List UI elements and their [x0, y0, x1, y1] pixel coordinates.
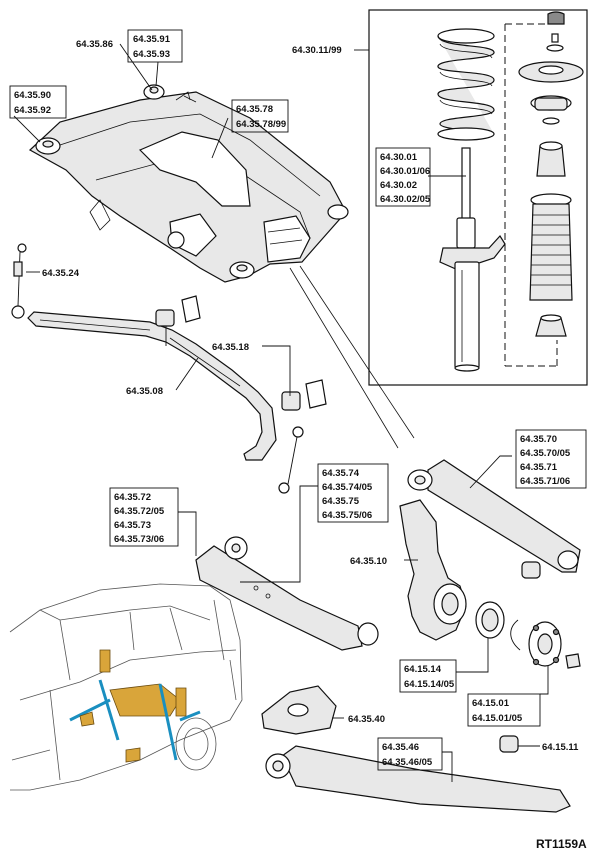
label-64-35-72-05: 64.35.72/05 [114, 506, 165, 517]
upper-arm-bush [521, 561, 541, 579]
label-64-15-11: 64.15.11 [542, 742, 579, 753]
label-64-30-01-06: 64.30.01/06 [380, 166, 430, 177]
trailing-link [265, 745, 571, 813]
label-64-35-75: 64.35.75 [322, 496, 360, 507]
shock-absorber [439, 147, 506, 372]
label-64-30-02-05: 64.30.02/05 [380, 194, 431, 205]
label-64-35-46: 64.35.46 [382, 742, 419, 753]
label-64-35-18: 64.35.18 [212, 342, 249, 353]
label-64-35-70: 64.35.70 [520, 434, 557, 445]
mounting-plate [261, 685, 337, 735]
stabilizer-bushes [155, 295, 327, 411]
label-64-30-11-99: 64.30.11/99 [292, 45, 342, 56]
label-64-35-75-06: 64.35.75/06 [322, 510, 372, 521]
label-64-35-92: 64.35.92 [14, 105, 51, 116]
label-64-35-93: 64.35.93 [133, 49, 170, 60]
label-64-35-73-06: 64.35.73/06 [114, 534, 164, 545]
label-64-35-72: 64.35.72 [114, 492, 151, 503]
label-64-35-91: 64.35.91 [133, 34, 171, 45]
top-mount-stack [518, 11, 584, 337]
label-64-35-70-05: 64.35.70/05 [520, 448, 571, 459]
label-64-35-08: 64.35.08 [126, 386, 163, 397]
label-64-35-78: 64.35.78 [236, 104, 273, 115]
hub-cap [499, 735, 519, 753]
label-64-35-74-05: 64.35.74/05 [322, 482, 373, 493]
lower-arm [195, 536, 379, 651]
upper-arm-rear [407, 459, 581, 573]
label-64-15-01: 64.15.01 [472, 698, 510, 709]
stabilizer-link-rod [11, 243, 27, 319]
label-64-35-24: 64.35.24 [42, 268, 80, 279]
label-64-15-14-05: 64.15.14/05 [404, 679, 455, 690]
label-64-35-40: 64.35.40 [348, 714, 385, 725]
label-64-35-46-05: 64.35.46/05 [382, 757, 433, 768]
knuckle [399, 499, 467, 641]
circlip [510, 619, 521, 651]
label-64-30-02: 64.30.02 [380, 180, 417, 191]
vehicle-overview [9, 583, 243, 791]
wheel-bearing [475, 601, 505, 639]
label-64-15-01-05: 64.15.01/05 [472, 713, 523, 724]
label-64-35-71-06: 64.35.71/06 [520, 476, 570, 487]
subframe [28, 84, 349, 283]
coil-spring [437, 28, 495, 141]
label-64-35-71: 64.35.71 [520, 462, 558, 473]
figure-code: RT1159A [536, 837, 587, 851]
stabilizer-link-rod-right [278, 426, 304, 494]
label-64-35-78-99: 64.35.78/99 [236, 119, 286, 130]
label-64-35-86: 64.35.86 [76, 39, 113, 50]
label-64-15-14: 64.15.14 [404, 664, 442, 675]
leader-lines [13, 43, 549, 782]
label-64-35-73: 64.35.73 [114, 520, 151, 531]
spring-damper-inset [368, 9, 588, 386]
label-64-35-74: 64.35.74 [322, 468, 360, 479]
label-64-30-01: 64.30.01 [380, 152, 418, 163]
wheel-hub [528, 621, 581, 669]
label-64-35-90: 64.35.90 [14, 90, 51, 101]
part-labels: 64.35.86 64.35.91 64.35.93 64.35.90 64.3… [14, 34, 587, 851]
stabilizer-bar [27, 311, 277, 461]
label-64-35-10: 64.35.10 [350, 556, 387, 567]
label-boxes [9, 29, 587, 771]
